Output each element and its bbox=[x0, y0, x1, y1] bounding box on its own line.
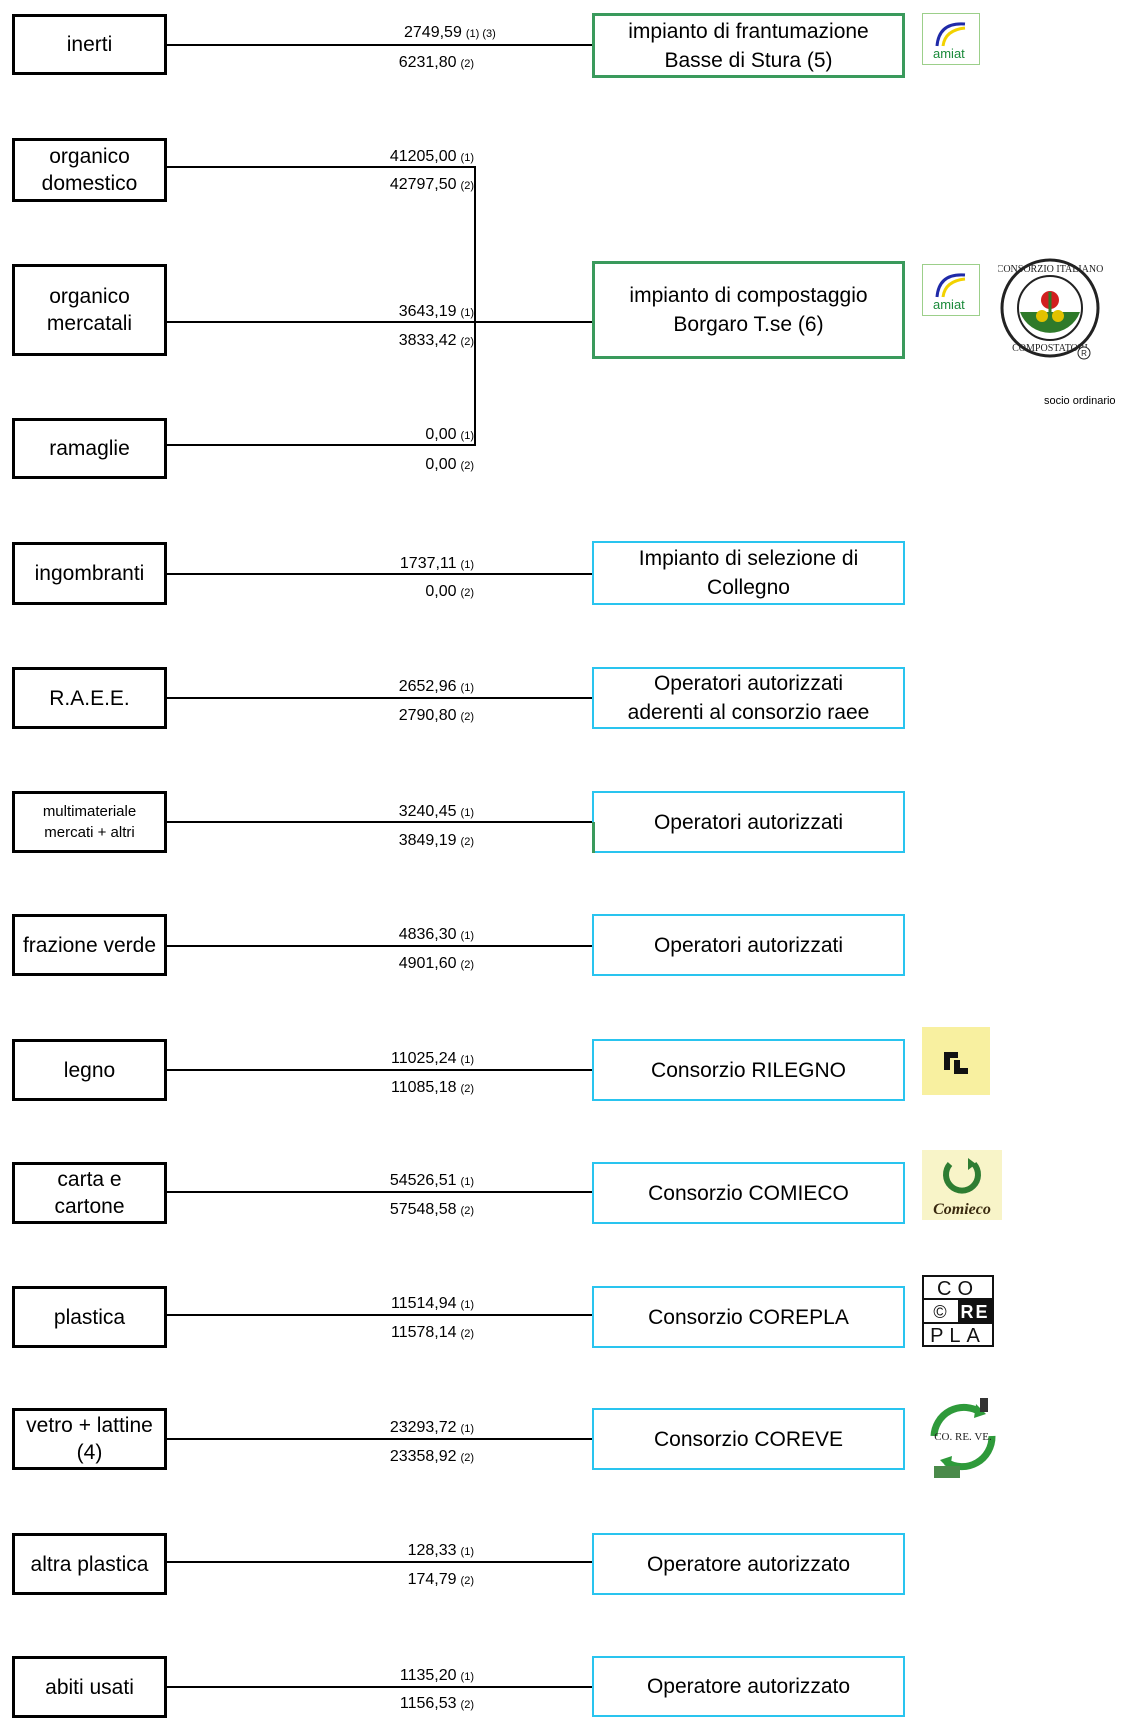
source-legno: legno bbox=[12, 1039, 167, 1101]
svg-text:RE: RE bbox=[960, 1302, 989, 1322]
dest-frantumazione: impianto di frantumazione Basse di Stura… bbox=[592, 13, 905, 78]
value-ramaglie-1: 0,00(1) bbox=[425, 426, 474, 443]
dest-coreve: Consorzio COREVE bbox=[592, 1408, 905, 1470]
value-plastica-2: 11578,14(2) bbox=[391, 1324, 474, 1341]
connector-ingombranti bbox=[167, 573, 592, 575]
connector-frazione-verde bbox=[167, 945, 592, 947]
value-inerti-2: 6231,80(2) bbox=[398, 54, 474, 71]
comieco-logo-icon: Comieco bbox=[933, 1158, 991, 1218]
svg-text:CO. RE. VE.: CO. RE. VE. bbox=[934, 1431, 992, 1443]
source-organico-domestico: organico domestico bbox=[12, 138, 167, 202]
source-vetro: vetro + lattine (4) bbox=[12, 1408, 167, 1470]
dest-operatori-verde: Operatori autorizzati bbox=[592, 914, 905, 976]
dest-operatore-altra-plastica: Operatore autorizzato bbox=[592, 1533, 905, 1595]
value-abiti-2: 1156,53(2) bbox=[399, 1695, 474, 1712]
connector-multimateriale bbox=[167, 821, 592, 823]
value-abiti-1: 1135,20(1) bbox=[399, 1667, 474, 1684]
dest-rilegno: Consorzio RILEGNO bbox=[592, 1039, 905, 1101]
amiat-logo-2: amiat bbox=[922, 264, 980, 316]
source-ingombranti: ingombranti bbox=[12, 542, 167, 605]
connector-legno bbox=[167, 1069, 592, 1071]
svg-text:Comieco: Comieco bbox=[933, 1201, 991, 1218]
value-multi-2: 3849,19(2) bbox=[398, 832, 474, 849]
svg-text:CONSORZIO ITALIANO: CONSORZIO ITALIANO bbox=[998, 264, 1103, 275]
source-multimateriale: multimateriale mercati + altri bbox=[12, 791, 167, 853]
svg-text:PLA: PLA bbox=[930, 1325, 986, 1347]
value-verde-2: 4901,60(2) bbox=[398, 955, 474, 972]
svg-text:©: © bbox=[933, 1302, 946, 1322]
corepla-logo-icon: CO © RE PLA bbox=[922, 1275, 994, 1347]
cic-seal-icon: CONSORZIO ITALIANO COMPOSTATORI R bbox=[997, 258, 1103, 360]
connector-vetro bbox=[167, 1438, 592, 1440]
source-abiti: abiti usati bbox=[12, 1656, 167, 1718]
connector-carta bbox=[167, 1191, 592, 1193]
rilegno-logo bbox=[922, 1027, 990, 1095]
value-org-merc-1: 3643,19(1) bbox=[398, 303, 474, 320]
connector-abiti bbox=[167, 1686, 592, 1688]
green-tick-mark bbox=[592, 822, 595, 853]
svg-text:COMPOSTATORI: COMPOSTATORI bbox=[1012, 343, 1088, 354]
value-org-merc-2: 3833,42(2) bbox=[398, 332, 474, 349]
coreve-logo-icon: CO. RE. VE. bbox=[930, 1398, 996, 1478]
source-inerti: inerti bbox=[12, 14, 167, 75]
source-raee: R.A.E.E. bbox=[12, 667, 167, 729]
comieco-logo: Comieco bbox=[922, 1150, 1002, 1220]
coreve-logo: CO. RE. VE. bbox=[922, 1396, 1004, 1482]
dest-comieco: Consorzio COMIECO bbox=[592, 1162, 905, 1224]
value-ramaglie-2: 0,00(2) bbox=[425, 456, 474, 473]
value-legno-2: 11085,18(2) bbox=[391, 1079, 474, 1096]
value-altra-1: 128,33(1) bbox=[407, 1542, 474, 1559]
amiat-logo-icon: amiat bbox=[933, 273, 966, 312]
value-org-dom-2: 42797,50(2) bbox=[389, 176, 474, 193]
value-ingombranti-1: 1737,11(1) bbox=[399, 555, 474, 572]
amiat-logo-1: amiat bbox=[922, 13, 980, 65]
svg-text:R: R bbox=[1081, 349, 1087, 358]
value-altra-2: 174,79(2) bbox=[407, 1571, 474, 1588]
value-vetro-1: 23293,72(1) bbox=[389, 1419, 474, 1436]
value-carta-1: 54526,51(1) bbox=[389, 1172, 474, 1189]
dest-selezione: Impianto di selezione di Collegno bbox=[592, 541, 905, 605]
svg-text:amiat: amiat bbox=[933, 297, 965, 312]
source-altra-plastica: altra plastica bbox=[12, 1533, 167, 1595]
value-inerti-1: 2749,59(1) (3) bbox=[404, 24, 496, 41]
connector-raee bbox=[167, 697, 592, 699]
value-verde-1: 4836,30(1) bbox=[398, 926, 474, 943]
value-multi-1: 3240,45(1) bbox=[398, 803, 474, 820]
connector-organico-mercatali bbox=[167, 321, 592, 323]
value-vetro-2: 23358,92(2) bbox=[389, 1448, 474, 1465]
dest-operatori-multimateriale: Operatori autorizzati bbox=[592, 791, 905, 853]
value-plastica-1: 11514,94(1) bbox=[391, 1295, 474, 1312]
connector-altra-plastica bbox=[167, 1561, 592, 1563]
source-frazione-verde: frazione verde bbox=[12, 914, 167, 976]
source-organico-mercatali: organico mercatali bbox=[12, 264, 167, 356]
rilegno-logo-icon bbox=[944, 1052, 968, 1074]
dest-compostaggio: impianto di compostaggio Borgaro T.se (6… bbox=[592, 261, 905, 359]
value-raee-2: 2790,80(2) bbox=[398, 707, 474, 724]
source-carta: carta e cartone bbox=[12, 1162, 167, 1224]
corepla-logo: CO © RE PLA bbox=[922, 1275, 994, 1347]
source-plastica: plastica bbox=[12, 1286, 167, 1348]
socio-ordinario-label: socio ordinario bbox=[1044, 395, 1116, 407]
value-legno-1: 11025,24(1) bbox=[391, 1050, 474, 1067]
connector-ramaglie bbox=[167, 444, 476, 446]
value-raee-1: 2652,96(1) bbox=[398, 678, 474, 695]
svg-text:CO: CO bbox=[937, 1278, 979, 1300]
dest-corepla: Consorzio COREPLA bbox=[592, 1286, 905, 1348]
dest-raee-operatori: Operatori autorizzati aderenti al consor… bbox=[592, 667, 905, 729]
value-carta-2: 57548,58(2) bbox=[389, 1201, 474, 1218]
value-org-dom-1: 41205,00(1) bbox=[389, 148, 474, 165]
svg-text:amiat: amiat bbox=[933, 46, 965, 61]
dest-operatore-abiti: Operatore autorizzato bbox=[592, 1656, 905, 1717]
amiat-logo-icon: amiat bbox=[933, 22, 966, 61]
value-ingombranti-2: 0,00(2) bbox=[425, 583, 474, 600]
connector-inerti bbox=[167, 44, 592, 46]
connector-plastica bbox=[167, 1314, 592, 1316]
source-ramaglie: ramaglie bbox=[12, 418, 167, 479]
connector-organico-domestico bbox=[167, 166, 476, 168]
cic-seal-logo: CONSORZIO ITALIANO COMPOSTATORI R bbox=[997, 256, 1103, 364]
connector-organico-vertical bbox=[474, 166, 476, 446]
